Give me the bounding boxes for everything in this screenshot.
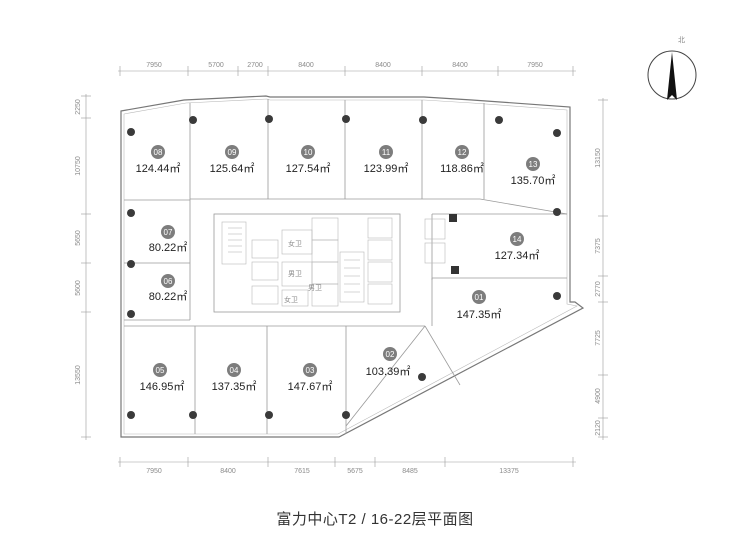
svg-text:10: 10 xyxy=(304,148,313,157)
unit-labels: 08 124.44㎡ 09 125.64㎡ 10 127.54㎡ 11 123.… xyxy=(136,145,556,393)
bottom-dim-4: 5675 xyxy=(347,468,363,475)
svg-text:11: 11 xyxy=(382,148,391,157)
unit-partitions xyxy=(124,99,568,434)
unit-04: 04 137.35㎡ xyxy=(212,363,257,393)
unit-03: 03 147.67㎡ xyxy=(288,363,333,393)
unit-02: 02 103.39㎡ xyxy=(366,347,411,378)
left-dim-3: 5650 xyxy=(75,230,82,246)
unit-01: 01 147.35㎡ xyxy=(457,290,502,321)
structural-columns xyxy=(127,115,561,419)
top-dim-3: 2700 xyxy=(247,62,263,69)
svg-text:07: 07 xyxy=(164,228,173,237)
unit-11: 11 123.99㎡ xyxy=(364,145,409,175)
top-dim-5: 8400 xyxy=(375,62,391,69)
north-label: 北 xyxy=(678,36,685,44)
unit-08: 08 124.44㎡ xyxy=(136,145,181,175)
restroom-label-2: 男卫 xyxy=(288,270,302,278)
unit-10: 10 127.54㎡ xyxy=(286,145,331,175)
unit-14: 14 127.34㎡ xyxy=(495,232,540,262)
left-dim-2: 10750 xyxy=(75,156,82,176)
right-dimension-line: 13150 7375 2770 7725 4900 2120 xyxy=(595,98,608,440)
svg-text:137.35㎡: 137.35㎡ xyxy=(212,380,257,393)
building-core: 女卫 男卫 女卫 男卫 xyxy=(213,213,459,313)
top-dim-1: 7950 xyxy=(146,62,162,69)
restroom-label-4: 男卫 xyxy=(308,284,322,292)
svg-text:14: 14 xyxy=(513,235,522,244)
svg-text:09: 09 xyxy=(228,148,237,157)
bottom-dim-6: 13375 xyxy=(499,468,519,475)
svg-text:147.35㎡: 147.35㎡ xyxy=(457,308,502,321)
right-dim-4: 7725 xyxy=(595,330,602,346)
left-dimension-line: 2250 10750 5650 5600 13550 xyxy=(75,94,91,440)
right-dim-1: 13150 xyxy=(595,148,602,168)
north-arrow: 北 xyxy=(647,36,697,100)
unit-12: 12 118.86㎡ xyxy=(440,145,484,175)
restroom-label-3: 女卫 xyxy=(284,295,298,304)
unit-05: 05 146.95㎡ xyxy=(140,363,185,393)
svg-text:06: 06 xyxy=(164,277,173,286)
top-dimension-line: 7950 5700 2700 8400 8400 8400 7950 xyxy=(118,62,576,76)
left-dim-1: 2250 xyxy=(75,99,82,115)
restroom-label-1: 女卫 xyxy=(288,239,302,248)
stair-left-icon xyxy=(228,227,242,253)
svg-text:13: 13 xyxy=(529,160,538,169)
svg-text:08: 08 xyxy=(154,148,163,157)
svg-text:80.22㎡: 80.22㎡ xyxy=(149,290,188,303)
svg-text:125.64㎡: 125.64㎡ xyxy=(210,162,255,175)
right-dim-3: 2770 xyxy=(595,281,602,297)
svg-text:12: 12 xyxy=(458,148,467,157)
unit-07: 07 80.22㎡ xyxy=(149,225,188,254)
bottom-dim-3: 7615 xyxy=(294,468,310,475)
floor-plan: 7950 5700 2700 8400 8400 8400 7950 7950 … xyxy=(75,36,697,475)
svg-text:103.39㎡: 103.39㎡ xyxy=(366,365,411,378)
unit-06: 06 80.22㎡ xyxy=(149,274,188,303)
plan-title: 富力中心T2 / 16-22层平面图 xyxy=(276,511,474,528)
stair-right-icon xyxy=(344,259,360,293)
bottom-dim-2: 8400 xyxy=(220,468,236,475)
svg-text:124.44㎡: 124.44㎡ xyxy=(136,162,181,175)
svg-text:127.54㎡: 127.54㎡ xyxy=(286,162,331,175)
svg-text:123.99㎡: 123.99㎡ xyxy=(364,162,409,175)
svg-text:02: 02 xyxy=(386,350,395,359)
right-dim-5: 4900 xyxy=(595,388,602,404)
svg-text:01: 01 xyxy=(475,293,484,302)
left-dim-5: 13550 xyxy=(75,365,82,385)
svg-text:80.22㎡: 80.22㎡ xyxy=(149,241,188,254)
svg-text:127.34㎡: 127.34㎡ xyxy=(495,249,540,262)
svg-text:04: 04 xyxy=(230,366,239,375)
svg-text:05: 05 xyxy=(156,366,165,375)
bottom-dim-5: 8485 xyxy=(402,468,418,475)
bottom-dimension-line: 7950 8400 7615 5675 8485 13375 xyxy=(118,457,576,475)
north-pointer-icon xyxy=(667,52,677,100)
svg-text:146.95㎡: 146.95㎡ xyxy=(140,380,185,393)
top-dim-4: 8400 xyxy=(298,62,314,69)
svg-text:147.67㎡: 147.67㎡ xyxy=(288,380,333,393)
top-dim-2: 5700 xyxy=(208,62,224,69)
svg-text:135.70㎡: 135.70㎡ xyxy=(511,174,556,187)
bottom-dim-1: 7950 xyxy=(146,468,162,475)
svg-text:03: 03 xyxy=(306,366,315,375)
left-dim-4: 5600 xyxy=(75,280,82,296)
right-dim-2: 7375 xyxy=(595,238,602,254)
svg-text:118.86㎡: 118.86㎡ xyxy=(440,162,484,175)
top-dim-6: 8400 xyxy=(452,62,468,69)
unit-13: 13 135.70㎡ xyxy=(511,157,556,187)
right-dim-6: 2120 xyxy=(595,420,602,436)
building-outline xyxy=(120,95,585,438)
unit-09: 09 125.64㎡ xyxy=(210,145,255,175)
top-dim-7: 7950 xyxy=(527,62,543,69)
